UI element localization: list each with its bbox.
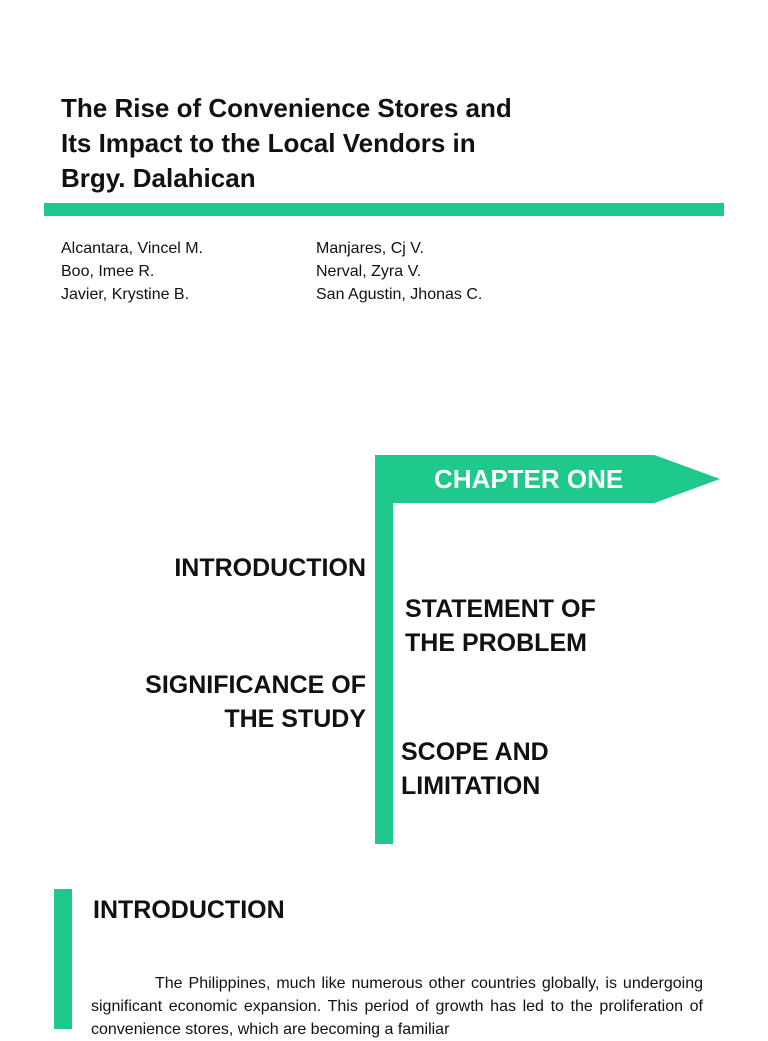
topic-significance-of-the-study: SIGNIFICANCE OF THE STUDY	[145, 668, 366, 736]
topic-line: SIGNIFICANCE OF	[145, 671, 366, 699]
title-line: Its Impact to the Local Vendors in	[61, 128, 476, 158]
author-name: Boo, Imee R.	[61, 263, 155, 280]
author-list-right: Manjares, Cj V. Nerval, Zyra V. San Agus…	[316, 237, 482, 306]
title-divider	[44, 203, 724, 216]
topic-scope-and-limitation: SCOPE AND LIMITATION	[401, 735, 549, 803]
section-accent-bar	[54, 889, 72, 1029]
author-name: Alcantara, Vincel M.	[61, 240, 203, 257]
author-name: Javier, Krystine B.	[61, 286, 190, 303]
topic-statement-of-the-problem: STATEMENT OF THE PROBLEM	[405, 592, 596, 660]
chapter-label: CHAPTER ONE	[434, 464, 624, 494]
author-name: Nerval, Zyra V.	[316, 263, 422, 280]
topic-introduction: INTRODUCTION	[174, 551, 366, 585]
topic-line: LIMITATION	[401, 772, 541, 800]
title-line: The Rise of Convenience Stores and	[61, 93, 512, 123]
section-heading: INTRODUCTION	[93, 896, 285, 924]
chapter-flag-banner	[375, 455, 720, 503]
topic-line: SCOPE AND	[401, 738, 549, 766]
author-name: San Agustin, Jhonas C.	[316, 286, 483, 303]
author-name: Manjares, Cj V.	[316, 240, 424, 257]
document-title: The Rise of Convenience Stores and Its I…	[61, 91, 681, 196]
author-list-left: Alcantara, Vincel M. Boo, Imee R. Javier…	[61, 237, 203, 306]
topic-line: THE PROBLEM	[405, 629, 587, 657]
introduction-paragraph: The Philippines, much like numerous othe…	[91, 975, 703, 1038]
title-line: Brgy. Dalahican	[61, 163, 256, 193]
topic-line: INTRODUCTION	[174, 554, 366, 582]
topic-line: THE STUDY	[224, 705, 366, 733]
flag-pole	[375, 455, 393, 844]
topic-line: STATEMENT OF	[405, 595, 596, 623]
